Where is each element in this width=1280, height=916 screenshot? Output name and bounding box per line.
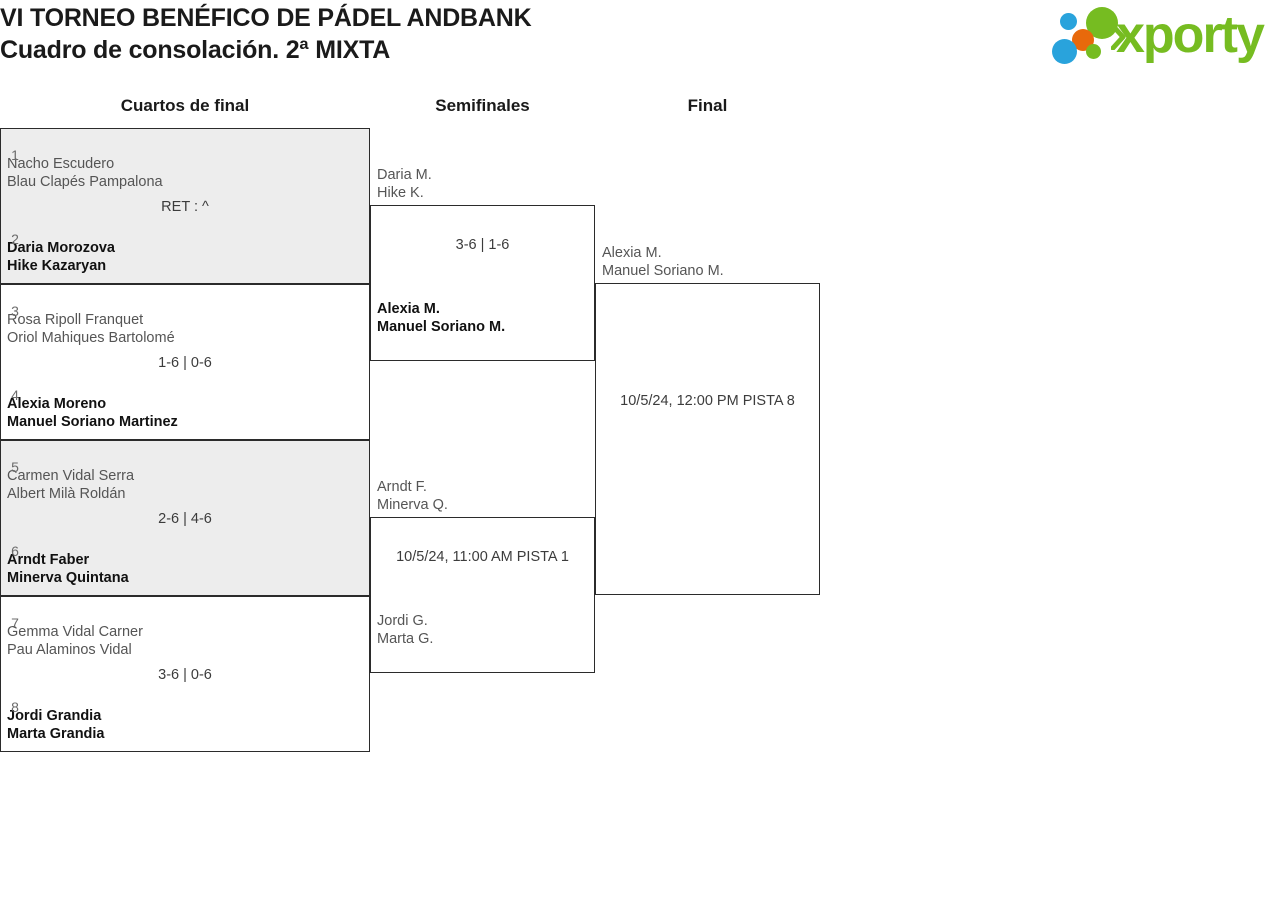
match-team-top: 1 Nacho Escudero Blau Clapés Pampalona: [1, 137, 369, 191]
match-team-bottom: Jordi G. Marta G.: [371, 594, 594, 648]
round-header-quarterfinals: Cuartos de final: [120, 96, 250, 115]
match-score: 3-6 | 1-6: [455, 237, 510, 253]
player-name: Carmen Vidal Serra: [7, 468, 135, 484]
team-names: Rosa Ripoll Franquet Oriol Mahiques Bart…: [7, 311, 369, 347]
player-name: Gemma Vidal Carner: [7, 624, 143, 640]
player-name: Albert Milà Roldán: [7, 486, 126, 502]
match-score: RET : ^: [161, 199, 209, 215]
match-semifinal-1[interactable]: Daria M. Hike K. 3-6 | 1-6 Alexia M. Man…: [370, 167, 595, 361]
player-name: Arndt F.: [377, 479, 427, 495]
xporty-logo[interactable]: xporty: [1050, 6, 1276, 66]
seed-number: 1: [11, 147, 19, 163]
player-name: Pau Alaminos Vidal: [7, 642, 132, 658]
round-header-semifinals: Semifinales: [435, 96, 530, 115]
match-score: 3-6 | 0-6: [158, 667, 212, 683]
team-names: Gemma Vidal Carner Pau Alaminos Vidal: [7, 623, 369, 659]
match-score: 1-6 | 0-6: [158, 355, 212, 371]
player-name: Blau Clapés Pampalona: [7, 174, 163, 190]
bracket-subtitle: Cuadro de consolación. 2ª MIXTA: [0, 36, 391, 64]
logo-dots-icon: [1050, 6, 1126, 66]
player-name: Manuel Soriano M.: [602, 263, 724, 279]
player-name: Marta Grandia: [7, 726, 105, 742]
match-quarterfinal-2[interactable]: 3 Rosa Ripoll Franquet Oriol Mahiques Ba…: [0, 284, 370, 440]
seed-number: 4: [11, 387, 19, 403]
match-team-bottom: 8 Jordi Grandia Marta Grandia: [1, 689, 369, 743]
player-name: Rosa Ripoll Franquet: [7, 312, 144, 328]
match-team-bottom: Alexia M. Manuel Soriano M.: [371, 282, 594, 336]
team-names: Alexia M. Manuel Soriano M.: [377, 300, 594, 336]
seed-number: 5: [11, 459, 19, 475]
player-name: Marta G.: [377, 631, 434, 647]
player-name: Alexia M.: [377, 301, 440, 317]
player-name: Minerva Quintana: [7, 570, 129, 586]
team-names: Arndt Faber Minerva Quintana: [7, 551, 369, 587]
player-name: Alexia Moreno: [7, 396, 107, 412]
round-header-final: Final: [687, 96, 728, 115]
logo-dot-blue-large: [1052, 39, 1077, 64]
logo-wordmark: xporty: [1116, 6, 1265, 64]
player-name: Manuel Soriano M.: [377, 319, 506, 335]
logo-dot-blue-small: [1060, 13, 1077, 30]
match-team-top: 7 Gemma Vidal Carner Pau Alaminos Vidal: [1, 605, 369, 659]
seed-number: 3: [11, 303, 19, 319]
team-names: Arndt F. Minerva Q.: [377, 478, 594, 514]
logo-chevron-icon: [1111, 24, 1126, 50]
player-name: Minerva Q.: [377, 497, 448, 513]
match-team-bottom: 6 Arndt Faber Minerva Quintana: [1, 533, 369, 587]
player-name: Hike K.: [377, 185, 424, 201]
player-name: Daria M.: [377, 167, 432, 183]
team-names: Jordi Grandia Marta Grandia: [7, 707, 369, 743]
title-block: VI TORNEO BENÉFICO DE PÁDEL ANDBANK Cuad…: [0, 2, 900, 66]
match-team-top: 5 Carmen Vidal Serra Albert Milà Roldán: [1, 449, 369, 503]
seed-number: 2: [11, 231, 19, 247]
match-team-top: Daria M. Hike K.: [371, 148, 594, 202]
match-score: 10/5/24, 11:00 AM PISTA 1: [396, 549, 569, 565]
team-names: Daria M. Hike K.: [377, 166, 594, 202]
match-team-bottom: 2 Daria Morozova Hike Kazaryan: [1, 221, 369, 275]
logo-dot-green-small: [1086, 44, 1101, 59]
team-names: Alexia Moreno Manuel Soriano Martinez: [7, 395, 369, 431]
match-final[interactable]: Alexia M. Manuel Soriano M. 10/5/24, 12:…: [595, 245, 820, 595]
player-name: Hike Kazaryan: [7, 258, 107, 274]
team-names: Carmen Vidal Serra Albert Milà Roldán: [7, 467, 369, 503]
match-quarterfinal-1[interactable]: 1 Nacho Escudero Blau Clapés Pampalona R…: [0, 128, 370, 284]
match-score: 10/5/24, 12:00 PM PISTA 8: [620, 393, 795, 409]
player-name: Oriol Mahiques Bartolomé: [7, 330, 175, 346]
team-names: Alexia M. Manuel Soriano M.: [602, 244, 819, 280]
team-names: Nacho Escudero Blau Clapés Pampalona: [7, 155, 369, 191]
player-name: Manuel Soriano Martinez: [7, 414, 178, 430]
page-header: VI TORNEO BENÉFICO DE PÁDEL ANDBANK Cuad…: [0, 0, 1280, 80]
match-team-bottom: [596, 552, 819, 570]
player-name: Alexia M.: [602, 245, 662, 261]
player-name: Arndt Faber: [7, 552, 90, 568]
match-team-top: Alexia M. Manuel Soriano M.: [596, 226, 819, 280]
player-name: Daria Morozova: [7, 240, 115, 256]
team-names: Jordi G. Marta G.: [377, 612, 594, 648]
player-name: Nacho Escudero: [7, 156, 115, 172]
player-name: Jordi Grandia: [7, 708, 102, 724]
tournament-title: VI TORNEO BENÉFICO DE PÁDEL ANDBANK: [0, 4, 532, 32]
player-name: Jordi G.: [377, 613, 428, 629]
match-team-bottom: 4 Alexia Moreno Manuel Soriano Martinez: [1, 377, 369, 431]
match-team-top: Arndt F. Minerva Q.: [371, 460, 594, 514]
match-quarterfinal-4[interactable]: 7 Gemma Vidal Carner Pau Alaminos Vidal …: [0, 596, 370, 752]
seed-number: 6: [11, 543, 19, 559]
match-quarterfinal-3[interactable]: 5 Carmen Vidal Serra Albert Milà Roldán …: [0, 440, 370, 596]
seed-number: 8: [11, 699, 19, 715]
seed-number: 7: [11, 615, 19, 631]
match-semifinal-2[interactable]: Arndt F. Minerva Q. 10/5/24, 11:00 AM PI…: [370, 479, 595, 673]
team-names: Daria Morozova Hike Kazaryan: [7, 239, 369, 275]
match-team-top: 3 Rosa Ripoll Franquet Oriol Mahiques Ba…: [1, 293, 369, 347]
match-score: 2-6 | 4-6: [158, 511, 212, 527]
